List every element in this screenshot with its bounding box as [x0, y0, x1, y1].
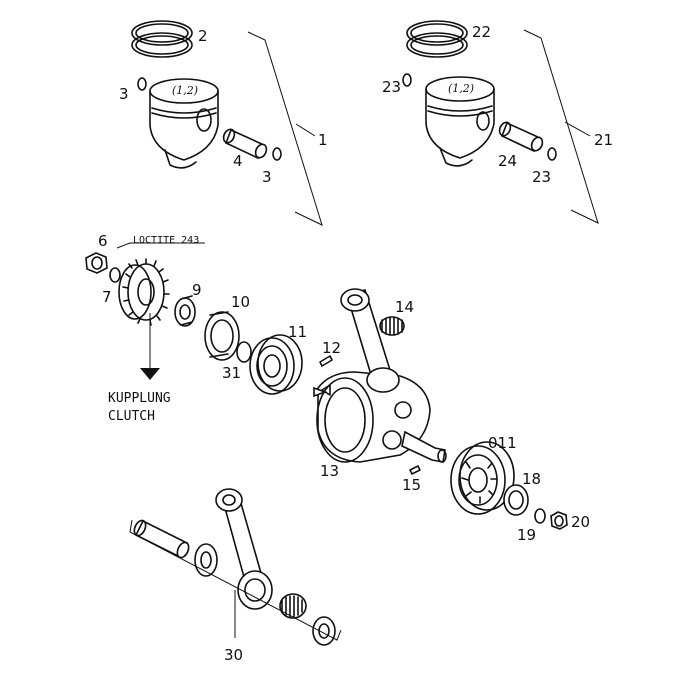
label-31: 31 [222, 364, 241, 382]
label-12: 12 [322, 339, 341, 357]
piston-marking-1: (1,2) [172, 84, 198, 97]
woodruff-key-12 [319, 355, 333, 367]
label-15: 15 [402, 476, 421, 494]
label-7: 7 [102, 288, 112, 306]
conrod-30 [215, 488, 273, 610]
piston-assembly-1: (1,2) [131, 20, 323, 226]
nut-20 [550, 511, 568, 530]
circlip-3-left [137, 77, 147, 91]
label-24: 24 [498, 152, 517, 170]
nut-6 [85, 252, 108, 274]
oil-seal-18 [503, 484, 529, 516]
label-1: 1 [318, 131, 328, 149]
bearing-011 [450, 441, 515, 515]
pin-30 [133, 519, 190, 559]
piston-rings-2 [131, 20, 193, 58]
thrust-washer-30-right [312, 616, 336, 646]
circlip-3-right [272, 147, 282, 161]
kupplung-text: KUPPLUNG [108, 391, 171, 406]
thrust-washer-30-left [194, 543, 218, 577]
circlip-23-right [547, 147, 557, 161]
piston-pin-24 [498, 121, 544, 153]
needle-bearing-30 [279, 593, 307, 619]
part-labels: 2 3 1 4 3 22 23 21 24 23 6 LOCTITE 243 7… [98, 23, 613, 664]
label-21: 21 [594, 131, 613, 149]
needle-bearing-14 [379, 316, 405, 336]
conrod-kit-30 [129, 488, 342, 646]
bushing-9 [174, 295, 196, 327]
clutch-text: CLUTCH [108, 409, 155, 424]
gear-kupplung [118, 258, 170, 326]
label-9: 9 [192, 281, 202, 299]
piston-rings-22 [406, 20, 468, 58]
piston-1: (1,2) [149, 78, 219, 169]
label-4: 4 [233, 152, 243, 170]
label-22: 22 [472, 23, 491, 41]
bracket-21 [523, 29, 599, 224]
label-30: 30 [224, 646, 243, 664]
piston-pin-4 [222, 128, 268, 160]
piston-marking-2: (1,2) [448, 82, 474, 95]
label-10: 10 [231, 293, 250, 311]
label-20: 20 [571, 513, 590, 531]
label-23-left: 23 [382, 78, 401, 96]
oil-seal-10 [204, 311, 240, 361]
bearing-11 [249, 334, 303, 395]
bracket-1 [247, 31, 323, 226]
kupplung-arrow-head [140, 368, 160, 380]
piston-assembly-21: (1,2) [402, 20, 599, 224]
label-14: 14 [395, 298, 414, 316]
crankshaft-13 [313, 288, 447, 463]
label-2: 2 [198, 27, 208, 45]
woodruff-key-15 [409, 465, 421, 475]
o-ring-31 [236, 341, 252, 363]
loctite-leader [116, 242, 205, 249]
washer-19 [534, 508, 546, 524]
label-6: 6 [98, 232, 108, 250]
loctite-note: LOCTITE 243 [133, 235, 199, 246]
label-18: 18 [522, 470, 541, 488]
label-11: 11 [288, 323, 307, 341]
label-3-right: 3 [262, 168, 272, 186]
lock-washer-7 [109, 267, 121, 283]
label-19: 19 [517, 526, 536, 544]
label-13: 13 [320, 462, 339, 480]
label-23-right: 23 [532, 168, 551, 186]
bracket-30 [129, 519, 342, 641]
label-3-left: 3 [119, 85, 129, 103]
piston-21: (1,2) [425, 76, 495, 167]
label-011: 011 [488, 434, 517, 452]
circlip-23-left [402, 73, 412, 87]
